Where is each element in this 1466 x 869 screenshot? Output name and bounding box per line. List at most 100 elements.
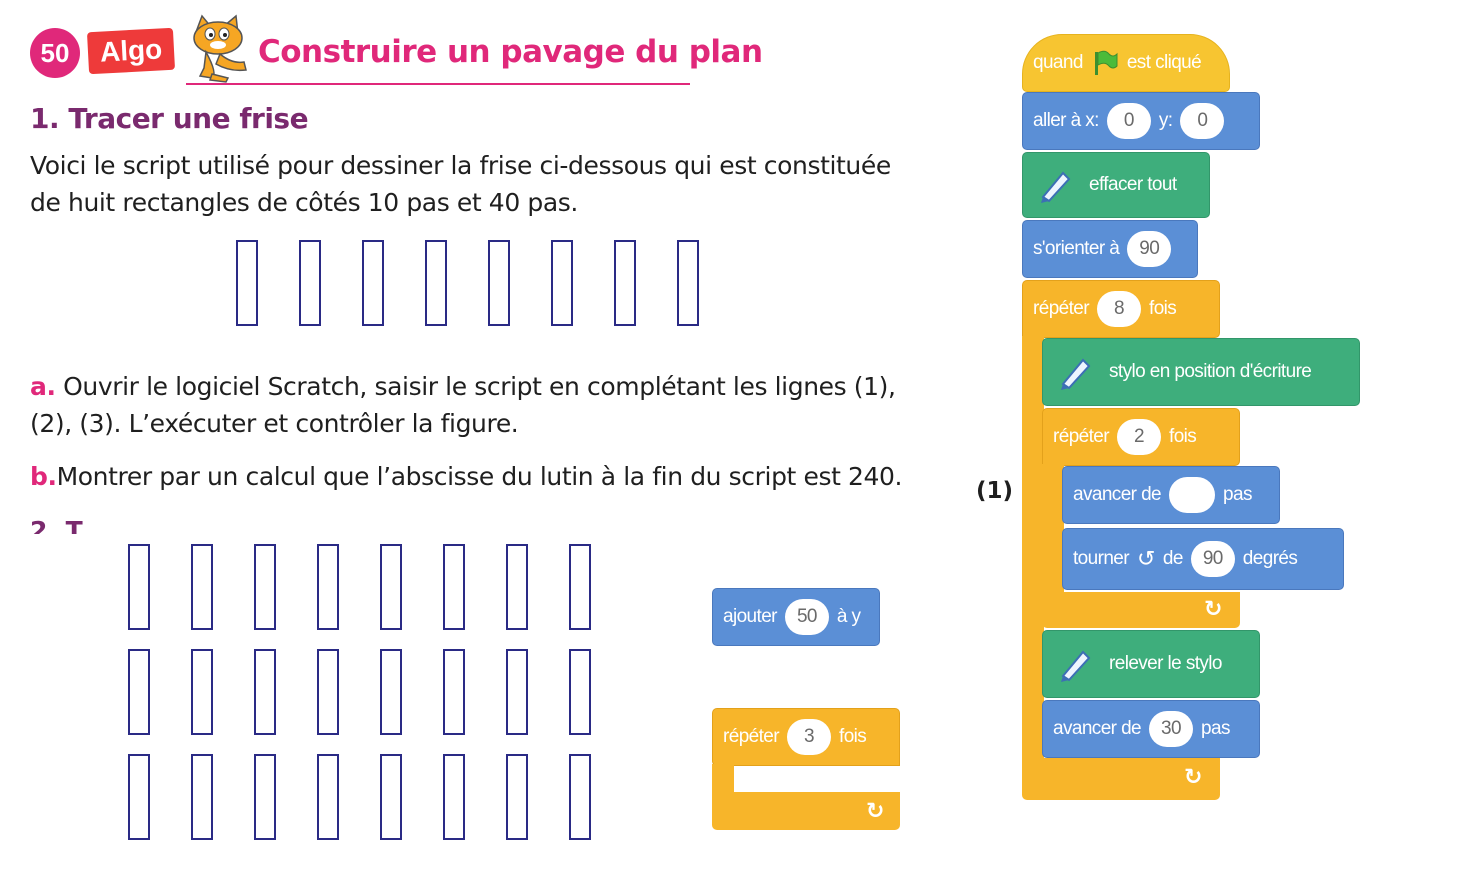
tiling-rectangle bbox=[191, 649, 213, 735]
tiling-rectangle bbox=[128, 754, 150, 840]
page-title: Construire un pavage du plan bbox=[258, 34, 763, 70]
side-repeat-suffix: fois bbox=[839, 726, 867, 747]
when-flag-label: quand bbox=[1033, 52, 1083, 73]
loop-arrow-icon: ↻ bbox=[866, 798, 885, 823]
goto-label: aller à x: bbox=[1033, 110, 1099, 131]
pen-icon bbox=[1061, 358, 1091, 390]
move-steps-block[interactable]: avancer de pas bbox=[1062, 466, 1280, 524]
goto-xy-block[interactable]: aller à x: 0 y: 0 bbox=[1022, 92, 1260, 150]
move-label: avancer de bbox=[1073, 484, 1162, 505]
repeat-2-arm bbox=[1042, 464, 1064, 594]
question-a: a. Ouvrir le logiciel Scratch, saisir le… bbox=[30, 368, 930, 442]
loop-arrow-icon: ↻ bbox=[1184, 764, 1203, 789]
frieze-rectangle bbox=[551, 240, 573, 326]
tiling-rectangle bbox=[443, 649, 465, 735]
question-b-letter: b. bbox=[30, 462, 57, 491]
ajouter-value-input[interactable]: 50 bbox=[784, 599, 829, 635]
tiling-rectangle bbox=[317, 544, 339, 630]
frieze-rectangle bbox=[425, 240, 447, 326]
pen-up-label: relever le stylo bbox=[1109, 653, 1222, 674]
question-b: b.Montrer par un calcul que l’abscisse d… bbox=[30, 458, 930, 495]
scratch-cat-icon bbox=[193, 14, 247, 83]
repeat-2-block[interactable]: répéter 2 fois bbox=[1042, 408, 1240, 466]
tiling-rectangle bbox=[506, 754, 528, 840]
ajouter-block[interactable]: ajouter 50 à y bbox=[712, 588, 880, 646]
line-label-1: (1) bbox=[976, 478, 1014, 504]
intro-line-2: de huit rectangles de côtés 10 pas et 40… bbox=[30, 188, 578, 217]
side-repeat-block[interactable]: répéter 3 fois bbox=[712, 708, 900, 766]
point-direction-block[interactable]: s'orienter à 90 bbox=[1022, 220, 1198, 278]
tiling-rectangle bbox=[569, 649, 591, 735]
pen-icon bbox=[1041, 171, 1071, 203]
move-steps-input[interactable] bbox=[1169, 477, 1216, 513]
repeat-2-suffix: fois bbox=[1169, 426, 1197, 447]
repeat-2-foot bbox=[1042, 592, 1240, 628]
loop-arrow-icon: ↻ bbox=[1204, 596, 1223, 621]
question-a-letter: a. bbox=[30, 372, 56, 401]
move-30-label: avancer de bbox=[1053, 718, 1142, 739]
title-underline bbox=[186, 83, 690, 85]
tiling-rectangle bbox=[128, 649, 150, 735]
side-repeat-label: répéter bbox=[723, 726, 780, 747]
turn-label: tourner bbox=[1073, 548, 1130, 569]
tiling-rectangle bbox=[254, 544, 276, 630]
goto-x-input[interactable]: 0 bbox=[1106, 103, 1151, 139]
repeat-8-arm bbox=[1022, 336, 1044, 760]
goto-y-input[interactable]: 0 bbox=[1180, 103, 1225, 139]
side-repeat-arm bbox=[712, 764, 734, 794]
tiling-rectangle bbox=[380, 544, 402, 630]
turn-suffix: degrés bbox=[1242, 548, 1298, 569]
move-suffix: pas bbox=[1223, 484, 1252, 505]
frieze-rectangle bbox=[488, 240, 510, 326]
algo-tag: Algo bbox=[86, 27, 176, 75]
tiling-rectangle bbox=[506, 544, 528, 630]
tiling-rectangle bbox=[317, 754, 339, 840]
repeat-8-value-input[interactable]: 8 bbox=[1097, 291, 1142, 327]
move-30-input[interactable]: 30 bbox=[1149, 711, 1194, 747]
intro-line-1: Voici le script utilisé pour dessiner la… bbox=[30, 151, 891, 180]
section-2-title-cut: 2. T bbox=[30, 516, 83, 534]
green-flag-icon bbox=[1094, 50, 1118, 75]
point-value-input[interactable]: 90 bbox=[1127, 231, 1172, 267]
repeat-8-block[interactable]: répéter 8 fois bbox=[1022, 280, 1220, 338]
frieze-rectangle bbox=[236, 240, 258, 326]
tiling-rectangle bbox=[443, 544, 465, 630]
tiling-rectangle bbox=[191, 754, 213, 840]
move-30-block[interactable]: avancer de 30 pas bbox=[1042, 700, 1260, 758]
tiling-rectangle bbox=[569, 544, 591, 630]
section-title: 1. Tracer une frise bbox=[30, 102, 309, 135]
frieze-rectangle bbox=[677, 240, 699, 326]
turn-degrees-input[interactable]: 90 bbox=[1190, 541, 1235, 577]
point-label: s'orienter à bbox=[1033, 238, 1120, 259]
frieze-rectangle bbox=[299, 240, 321, 326]
clear-block[interactable]: effacer tout bbox=[1022, 152, 1210, 218]
ajouter-label: ajouter bbox=[723, 606, 778, 627]
when-flag-clicked-block[interactable]: quand est cliqué bbox=[1022, 34, 1230, 92]
goto-y-label: y: bbox=[1158, 110, 1173, 131]
exercise-number: 50 bbox=[30, 28, 80, 78]
tiling-rectangle bbox=[380, 649, 402, 735]
tiling-rectangle bbox=[128, 544, 150, 630]
turn-block[interactable]: tourner ↺ de 90 degrés bbox=[1062, 528, 1344, 590]
move-30-suffix: pas bbox=[1201, 718, 1230, 739]
tiling-rectangle bbox=[506, 649, 528, 735]
repeat-8-suffix: fois bbox=[1149, 298, 1177, 319]
tiling-rectangle bbox=[443, 754, 465, 840]
repeat-8-label: répéter bbox=[1033, 298, 1090, 319]
question-b-text: Montrer par un calcul que l’abscisse du … bbox=[56, 462, 903, 491]
repeat-2-value-input[interactable]: 2 bbox=[1117, 419, 1162, 455]
repeat-2-label: répéter bbox=[1053, 426, 1110, 447]
side-repeat-foot bbox=[712, 792, 900, 830]
tiling-rectangle bbox=[254, 754, 276, 840]
frieze-rectangle bbox=[362, 240, 384, 326]
pen-icon bbox=[1061, 650, 1091, 682]
pen-up-block[interactable]: relever le stylo bbox=[1042, 630, 1260, 698]
tiling-rectangle bbox=[380, 754, 402, 840]
tiling-rectangle bbox=[254, 649, 276, 735]
turn-de-label: de bbox=[1162, 548, 1184, 569]
question-a-line-2: (2), (3). L’exécuter et contrôler la fig… bbox=[30, 409, 519, 438]
question-a-line-1: Ouvrir le logiciel Scratch, saisir le sc… bbox=[63, 372, 896, 401]
tiling-rectangle bbox=[569, 754, 591, 840]
side-repeat-value-input[interactable]: 3 bbox=[787, 719, 832, 755]
pen-down-block[interactable]: stylo en position d'écriture bbox=[1042, 338, 1360, 406]
